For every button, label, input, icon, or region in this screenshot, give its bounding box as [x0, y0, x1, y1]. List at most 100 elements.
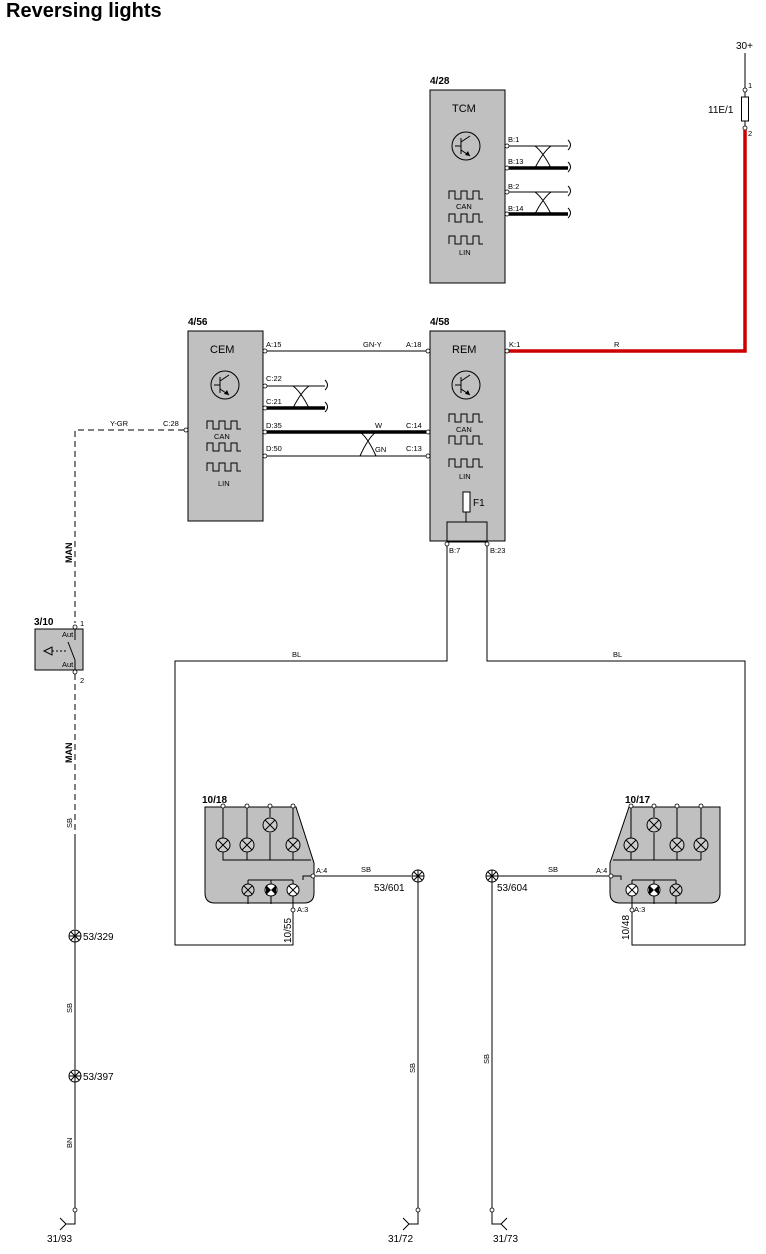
wire-label-sb-left: SB	[65, 818, 74, 828]
supply-label: 30+	[736, 41, 753, 52]
ground-icon: 31/72	[388, 1207, 421, 1245]
wire-label-sb-72: SB	[408, 1063, 417, 1073]
switch-aut-top: Aut	[62, 630, 74, 639]
splice-label-397: 53/397	[83, 1072, 114, 1083]
tcm-pin-b14: B:14	[508, 204, 523, 213]
diagram-title: Reversing lights	[6, 0, 162, 22]
wire-label-y-gr: Y-GR	[110, 419, 129, 428]
wire-bl-left	[174, 546, 448, 946]
lamp-unit-right: 10/17 A:4 A:3 10/48	[596, 795, 721, 940]
switch-pin-1: 1	[80, 619, 84, 628]
fuse-f1-icon	[462, 491, 471, 513]
tcm-pin-b1: B:1	[508, 135, 519, 144]
tcm-pin-b13: B:13	[508, 157, 523, 166]
cem-pin-a15: A:15	[266, 340, 281, 349]
lamp-left-connector: 10/55	[283, 918, 294, 943]
lamp-left-pin-a3: A:3	[297, 905, 308, 914]
wire-red-supply	[507, 130, 747, 353]
lin-signal-icon	[448, 458, 483, 468]
rem-name: REM	[452, 344, 476, 356]
switch-pin-2: 2	[80, 676, 84, 685]
tcm-can-label: CAN	[456, 202, 472, 211]
wire-bl-right	[486, 546, 746, 946]
wire-label-sb-601: SB	[361, 865, 371, 874]
lin-signal-icon	[448, 235, 483, 245]
fuse-pin-2: 2	[748, 129, 752, 138]
wire-label-sb-73: SB	[482, 1054, 491, 1064]
rem-pin-k1: K:1	[509, 340, 520, 349]
splice-53-397: 53/397	[68, 1069, 114, 1083]
tcm-module: 4/28 TCM CAN LIN B:1 B:13 B:2 B:14	[429, 76, 571, 284]
lamp-left-pin-a4: A:4	[316, 866, 327, 875]
wire-label-man-top: MAN	[64, 543, 74, 564]
cem-can-label: CAN	[214, 432, 230, 441]
can-signal-icon	[206, 420, 241, 452]
wire-label-bn: BN	[65, 1138, 74, 1148]
tcm-lin-label: LIN	[459, 248, 471, 257]
can-signal-icon	[448, 190, 483, 223]
wire-label-gn: GN	[375, 445, 386, 454]
cem-name: CEM	[210, 344, 234, 356]
wire-label-sb-left-2: SB	[65, 1003, 74, 1013]
ground-label-73: 31/73	[493, 1234, 518, 1245]
tcm-id: 4/28	[430, 76, 450, 87]
lamp-bulb-icon	[623, 817, 709, 853]
rem-pin-a18: A:18	[406, 340, 421, 349]
power-supply: 30+ 1 2 11E/1	[708, 41, 753, 138]
fuse-pin-1: 1	[748, 81, 752, 90]
lamp-right-id: 10/17	[625, 795, 650, 806]
rem-module: 4/58 REM CAN LIN F1 A:18 K:1 C:14 C:13 B…	[406, 317, 520, 555]
splice-label-601: 53/601	[374, 883, 405, 894]
wire-label-bl-left: BL	[292, 650, 301, 659]
transistor-icon	[210, 370, 240, 400]
wire-label-man-bottom: MAN	[64, 743, 74, 764]
lamp-right-connector: 10/48	[621, 915, 632, 940]
splice-label-329: 53/329	[83, 932, 114, 943]
wire-y-gr	[74, 429, 184, 623]
rem-pin-b7: B:7	[449, 546, 460, 555]
wire-label-bl-right: BL	[613, 650, 622, 659]
lamp-unit-left: 10/18 A:4 A:3 10/55	[202, 795, 327, 943]
lamp-right-pin-a4: A:4	[596, 866, 607, 875]
transistor-icon	[451, 370, 481, 400]
wire-label-gn-y: GN-Y	[363, 340, 382, 349]
lin-signal-icon	[206, 462, 241, 472]
cem-lin-label: LIN	[218, 479, 230, 488]
wire-label-sb-604: SB	[548, 865, 558, 874]
lamp-right-pin-a3: A:3	[634, 905, 645, 914]
splice-53-601: 53/601	[374, 869, 425, 894]
ground-label-93: 31/93	[47, 1234, 72, 1245]
switch-aut-bottom: Aut	[62, 660, 74, 669]
ground-icon: 31/73	[489, 1207, 518, 1245]
can-signal-icon	[448, 413, 483, 445]
fuse-label: 11E/1	[708, 105, 734, 116]
rem-can-label: CAN	[456, 425, 472, 434]
lamp-bulb-icon	[215, 817, 301, 853]
rem-pin-c13: C:13	[406, 444, 422, 453]
rem-id: 4/58	[430, 317, 450, 328]
wire-label-w: W	[375, 421, 383, 430]
transistor-icon	[451, 131, 481, 161]
splice-53-604: 53/604	[485, 869, 528, 894]
ground-icon: 31/93	[47, 1207, 78, 1245]
fuse-11e1-icon	[741, 96, 749, 122]
reversing-bulb-icon	[625, 883, 683, 897]
rem-pin-b23: B:23	[490, 546, 505, 555]
wire-label-r: R	[614, 340, 620, 349]
rem-fuse-label: F1	[473, 498, 485, 509]
cem-pin-c28: C:28	[163, 419, 179, 428]
cem-id: 4/56	[188, 317, 208, 328]
cem-pin-d35: D:35	[266, 421, 282, 430]
lamp-left-id: 10/18	[202, 795, 227, 806]
ground-label-72: 31/72	[388, 1234, 413, 1245]
rem-pin-c14: C:14	[406, 421, 422, 430]
gear-switch: 3/10 1 2 Aut Aut	[34, 617, 84, 685]
cem-module: 4/56 CEM CAN LIN A:15 C:22 C:21 C:28 D:3…	[163, 317, 328, 522]
tcm-pin-b2: B:2	[508, 182, 519, 191]
cem-pin-c22: C:22	[266, 374, 282, 383]
switch-contact-icon	[42, 629, 76, 670]
cem-pin-d50: D:50	[266, 444, 282, 453]
switch-id: 3/10	[34, 617, 54, 628]
rem-lin-label: LIN	[459, 472, 471, 481]
